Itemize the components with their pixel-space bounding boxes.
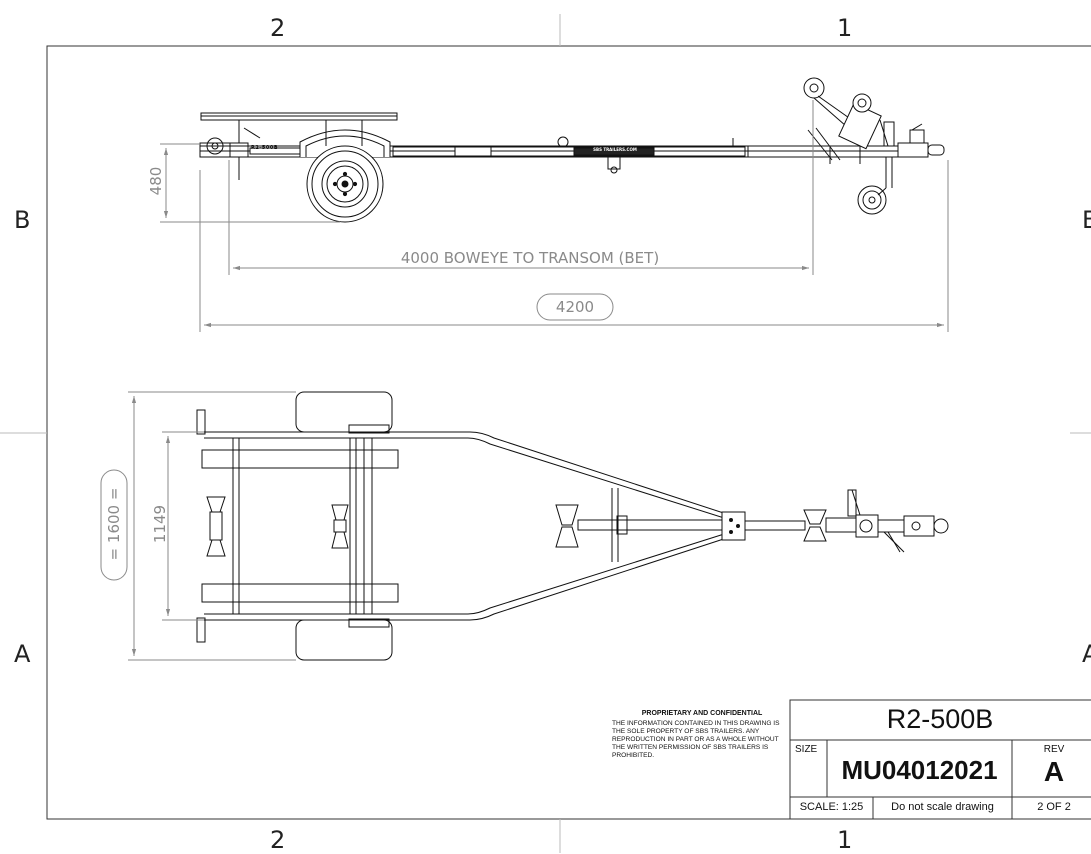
side-view-dimensions <box>160 100 949 332</box>
rev-label: REV <box>1043 744 1065 755</box>
decal-text: SBS TRAILERS.COM <box>593 147 637 152</box>
confidential-notice: PROPRIETARY AND CONFIDENTIAL THE INFORMA… <box>612 710 792 760</box>
zone-label-left-lower: A <box>14 640 31 668</box>
drawing-number: MU04012021 <box>841 755 998 785</box>
zone-label-top-left: 2 <box>270 14 286 42</box>
scale-label: SCALE: 1:25 <box>799 801 864 813</box>
confidential-body: THE INFORMATION CONTAINED IN THIS DRAWIN… <box>612 720 780 759</box>
sheet-border <box>0 14 1091 853</box>
zone-label-right-lower: A <box>1082 640 1091 668</box>
overall-width-dimension: = 1600 = <box>105 487 123 561</box>
scale-note: Do not scale drawing <box>891 801 994 813</box>
side-view <box>199 77 945 223</box>
zone-label-right-upper: B <box>1082 206 1091 234</box>
bet-dimension: 4000 BOWEYE TO TRANSOM (BET) <box>400 249 660 267</box>
top-view <box>196 391 949 661</box>
height-dimension: 480 <box>147 166 165 196</box>
title-block-frame <box>789 699 1091 820</box>
overall-length-dimension: 4200 <box>555 298 595 316</box>
inner-width-dimension: 1149 <box>151 504 169 544</box>
top-view-dimensions <box>100 391 296 661</box>
sheet-number: 2 OF 2 <box>1037 801 1071 813</box>
zone-label-bottom-left: 2 <box>270 826 286 854</box>
confidential-heading: PROPRIETARY AND CONFIDENTIAL <box>641 710 763 717</box>
drawing-title: R2-500B <box>886 704 994 734</box>
zone-label-left-upper: B <box>14 206 31 234</box>
zone-label-bottom-right: 1 <box>837 826 853 854</box>
revision: A <box>1043 756 1065 787</box>
trailer-model-label: R2-500B <box>251 145 279 151</box>
zone-label-top-right: 1 <box>837 14 853 42</box>
size-label: SIZE <box>795 744 818 755</box>
